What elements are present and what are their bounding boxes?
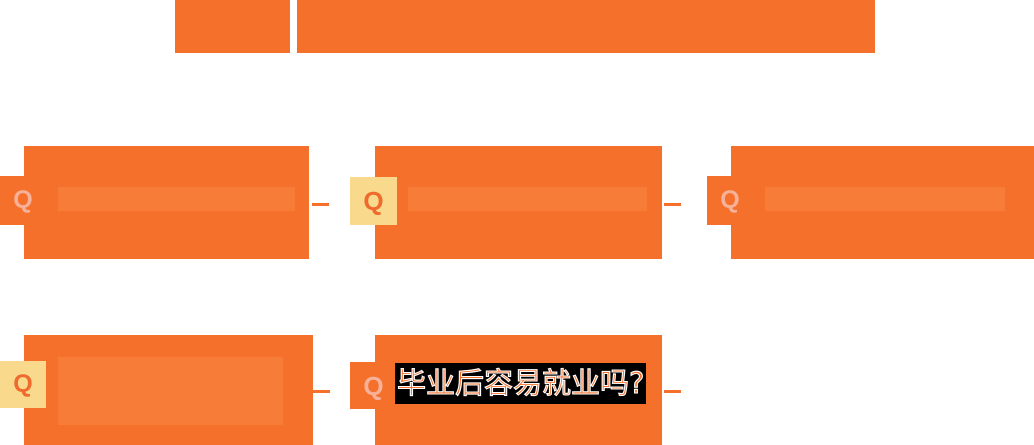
- faq-question-badge-5: Q: [350, 362, 397, 409]
- faq-question-bar-1: [58, 187, 295, 211]
- faq-connector-2: [664, 203, 681, 206]
- faq-question-bar-4: [58, 357, 283, 425]
- faq-connector-5: [664, 390, 681, 393]
- faq-question-badge-1: Q: [0, 176, 46, 225]
- faq-question-badge-3: Q: [707, 176, 753, 225]
- faq-connector-1: [312, 203, 329, 206]
- header-title-bar: [297, 0, 875, 53]
- faq-connector-3: [1016, 203, 1034, 206]
- faq-question-badge-4: Q: [0, 361, 46, 408]
- faq-question-bar-3: [765, 187, 1005, 211]
- faq-question-badge-2: Q: [350, 177, 397, 225]
- header-tab-block[interactable]: [175, 0, 290, 53]
- faq-connector-4: [313, 390, 330, 393]
- faq-question-text-5[interactable]: 毕业后容易就业吗?: [395, 363, 647, 404]
- faq-question-bar-2: [408, 187, 647, 211]
